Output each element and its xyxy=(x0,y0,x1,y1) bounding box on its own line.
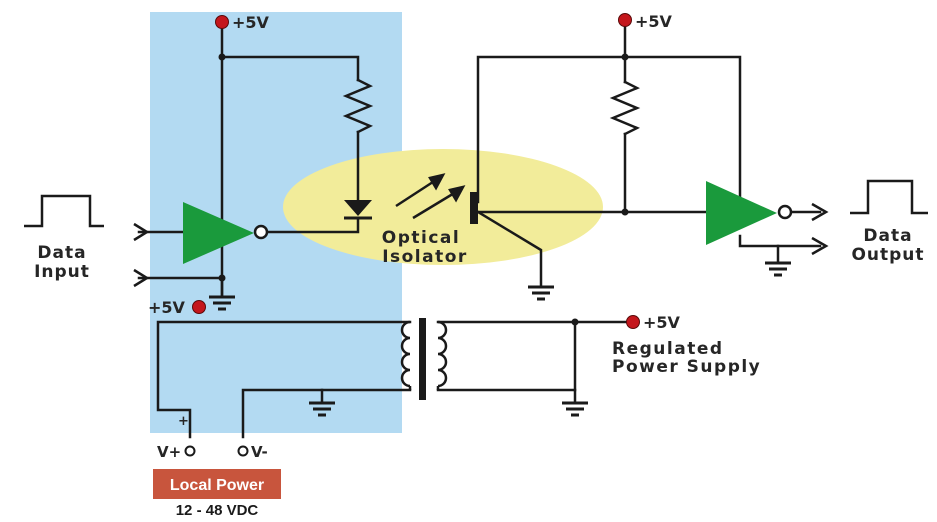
optical-isolator-zone xyxy=(283,149,603,265)
ground-icon xyxy=(562,401,588,417)
power-dot-icon xyxy=(618,13,632,27)
data-output-label-1: Data xyxy=(863,226,912,246)
voltage-label: +5V xyxy=(635,12,673,31)
phototransistor-icon xyxy=(470,192,478,224)
inverter-bubble-left xyxy=(253,224,269,240)
resistor-left xyxy=(342,78,374,134)
output-arrow-icon xyxy=(811,202,829,256)
input-pulse-icon xyxy=(24,194,104,228)
local-power-label: Local Power xyxy=(170,477,264,494)
voltage-label: +5V xyxy=(232,13,270,32)
led-icon xyxy=(344,200,372,220)
inverter-bubble-right xyxy=(777,204,793,220)
resistor-right xyxy=(609,80,641,136)
optical-isolator-label-1: Optical xyxy=(382,228,460,248)
output-buffer-icon xyxy=(706,181,777,245)
power-dot-icon xyxy=(192,300,206,314)
junction-dot xyxy=(218,53,629,326)
input-buffer-icon xyxy=(183,202,254,264)
power-dot-icon xyxy=(626,315,640,329)
output-pulse-icon xyxy=(850,179,928,215)
v-minus-label: V- xyxy=(251,443,268,461)
regulated-supply-label-1: Regulated xyxy=(612,339,724,359)
data-input-label-1: Data xyxy=(37,243,86,263)
power-dot-icon xyxy=(215,15,229,29)
v-plus-label: V+ xyxy=(157,443,181,461)
data-input-label-2: Input xyxy=(34,262,90,282)
transformer-primary-coil xyxy=(400,320,412,390)
transformer-secondary-coil xyxy=(436,320,448,390)
terminal-v-plus xyxy=(184,445,196,457)
voltage-range-label: 12 - 48 VDC xyxy=(176,502,259,519)
local-power-box xyxy=(153,469,281,499)
ground-icon xyxy=(209,295,235,311)
plus-sign-label: + xyxy=(178,414,189,429)
regulated-supply-label-2: Power Supply xyxy=(612,357,761,377)
input-arrow-icon xyxy=(133,222,150,288)
data-output-label-2: Output xyxy=(851,245,924,265)
ground-icon xyxy=(528,285,554,301)
light-arrows-icon xyxy=(395,173,466,220)
voltage-label: +5V xyxy=(148,298,186,317)
ground-icon xyxy=(309,401,335,417)
ground-icon xyxy=(765,261,791,277)
voltage-label: +5V xyxy=(643,313,681,332)
terminal-v-minus xyxy=(237,445,249,457)
optical-isolator-label-2: Isolator xyxy=(382,247,468,267)
transformer-core xyxy=(419,318,426,400)
